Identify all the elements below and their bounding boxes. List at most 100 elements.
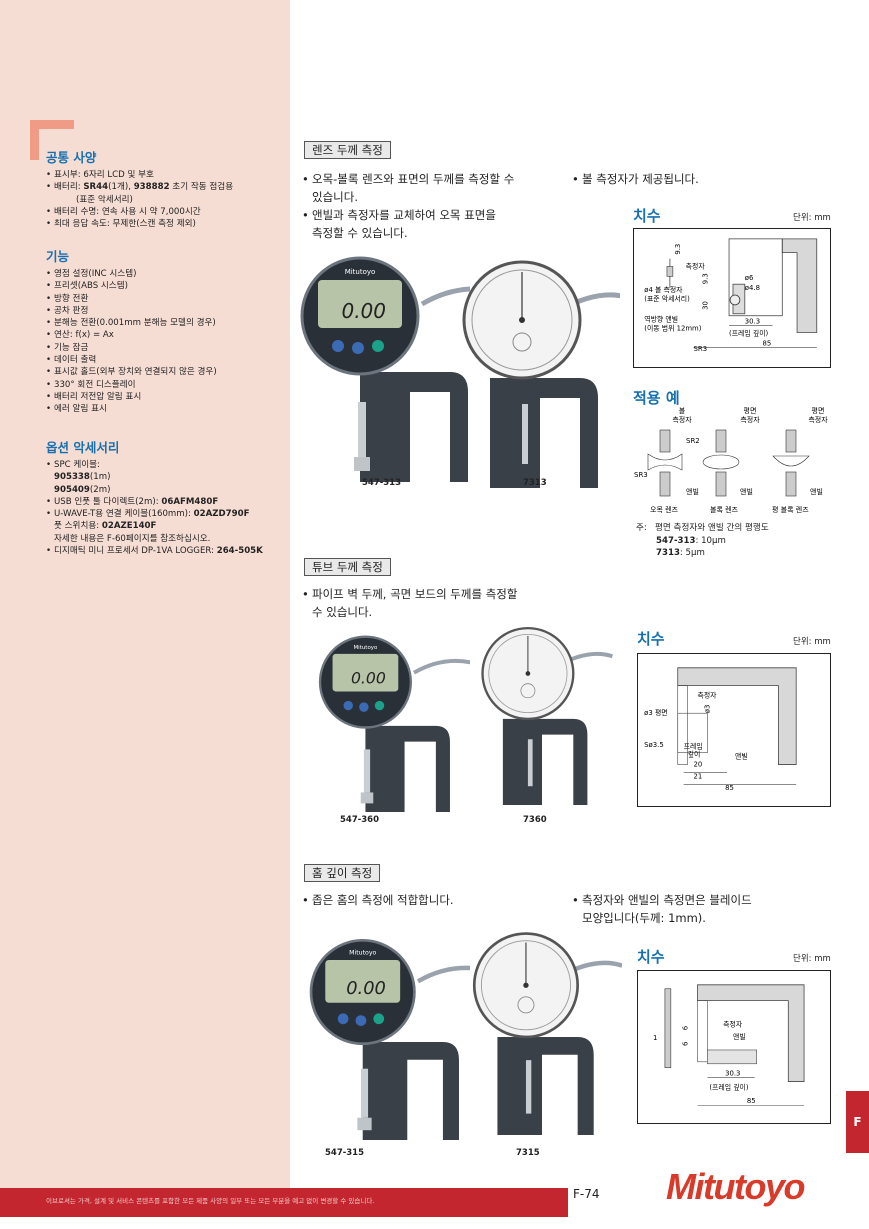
application-examples-diagram: 볼 측정자 평면 측정자 평면 측정자 SR2 SR3 앤빌 앤빌 앤빌 오목 … xyxy=(634,406,828,514)
option-item: 905338(1m) xyxy=(54,472,111,483)
common-spec-section: 공통 사양 표시부: 6자리 LCD 및 부호 배터리: SR44(1개), 9… xyxy=(46,147,286,231)
option-item: U-WAVE-T용 연결 케이블(160mm): 02AZD790F xyxy=(46,508,286,521)
unit-label-3: 단위: mm xyxy=(793,954,831,964)
label-anvil-range: (이동 범위 12mm) xyxy=(644,324,701,333)
model-7313: 7313 xyxy=(523,478,547,488)
function-item: 배터리 저전압 알림 표시 xyxy=(46,391,286,404)
svg-text:ø3: ø3 xyxy=(703,705,711,714)
common-spec-title: 공통 사양 xyxy=(46,150,97,165)
option-item: 905409(2m) xyxy=(54,484,111,495)
label-sr3: SR3 xyxy=(694,345,708,353)
svg-text:ø3 평면: ø3 평면 xyxy=(644,708,667,717)
dial-gauge-7315-image xyxy=(462,930,622,1135)
svg-text:20: 20 xyxy=(694,761,703,769)
svg-text:6: 6 xyxy=(682,1026,690,1030)
dimension-diagram-tube: 측정자 ø3 평면 ø3 Sø3.5 프레임 깊이 20 21 85 앤빌 xyxy=(637,653,831,807)
svg-text:평면: 평면 xyxy=(812,406,825,415)
label-93b: 9.3 xyxy=(701,273,709,284)
svg-text:SR3: SR3 xyxy=(634,471,648,479)
function-item: 분해능 전환(0.001mm 분해능 모델의 경우) xyxy=(46,317,286,330)
application-examples-title: 적용 예 xyxy=(633,389,680,407)
svg-text:프레임: 프레임 xyxy=(684,742,703,751)
svg-text:(프레임 깊이): (프레임 깊이) xyxy=(709,1082,749,1091)
unit-label-1: 단위: mm xyxy=(793,213,831,223)
dimension-diagram-groove: 측정자 앤빌 1 6 6 30.3 (프레임 깊이) 85 xyxy=(637,970,831,1124)
option-item: 디지매틱 미니 프로세서 DP-1VA LOGGER: 264-505K xyxy=(46,545,286,558)
page-number: F-74 xyxy=(573,1187,600,1201)
lens-bullets: •오목-볼록 렌즈와 표면의 두께를 측정할 수 있습니다. •앤빌과 측정자를… xyxy=(302,172,515,240)
function-item: 영점 설정(INC 시스템) xyxy=(46,268,286,281)
unit-label-2: 단위: mm xyxy=(793,637,831,647)
svg-text:오목 렌즈: 오목 렌즈 xyxy=(650,505,679,514)
functions-section: 기능 영점 설정(INC 시스템) 프리셋(ABS 시스템) 방향 전환 공차 … xyxy=(46,246,286,416)
function-item: 프리셋(ABS 시스템) xyxy=(46,280,286,293)
options-section: 옵션 악세서리 SPC 케이블: 905338(1m) 905409(2m) U… xyxy=(46,437,286,558)
spec-item: (표준 악세서리) xyxy=(76,194,133,205)
svg-text:측정자: 측정자 xyxy=(697,690,717,699)
option-item: 풋 스위치용: 02AZE140F xyxy=(54,521,157,532)
digital-gauge-547-313-image xyxy=(300,252,470,482)
svg-text:깊이: 깊이 xyxy=(688,750,701,759)
svg-text:85: 85 xyxy=(725,784,734,792)
sidebar xyxy=(0,0,290,1188)
label-ball-std: (표준 악세서리) xyxy=(644,294,690,303)
svg-text:6: 6 xyxy=(682,1042,690,1046)
function-item: 330° 회전 디스플레이 xyxy=(46,379,286,392)
spec-item: 최대 응답 속도: 무제한(스캔 측정 제외) xyxy=(46,218,286,231)
dial-gauge-7360-image xyxy=(480,626,615,805)
spec-item: 배터리 수명: 연속 사용 시 약 7,000시간 xyxy=(46,206,286,219)
spec-item: 배터리: SR44(1개), 938882 초기 작동 점검용 xyxy=(46,181,286,194)
groove-section-label: 홈 깊이 측정 xyxy=(304,864,381,882)
dimensions-title-2: 치수 xyxy=(637,630,665,648)
label-93a: 9.3 xyxy=(674,244,682,255)
function-item: 공차 판정 xyxy=(46,305,286,318)
footer-disclaimer: 이브로셔는 가격, 설계 및 서비스 콘텐츠를 포함한 모든 제품 사양의 일부… xyxy=(46,1197,375,1205)
tube-bullets: •파이프 벽 두께, 곡면 보드의 두께를 측정할 수 있습니다. xyxy=(302,587,518,619)
function-item: 방향 전환 xyxy=(46,293,286,306)
digital-gauge-547-360-image xyxy=(318,634,470,812)
options-title: 옵션 악세서리 xyxy=(46,440,120,455)
svg-text:21: 21 xyxy=(694,772,703,780)
svg-text:볼록 렌즈: 볼록 렌즈 xyxy=(710,505,739,514)
dimension-diagram-lens: 측정자 ø4 볼 측정자 (표준 악세서리) 역방향 앤빌 (이동 범위 12m… xyxy=(633,228,831,368)
svg-text:측정자: 측정자 xyxy=(740,415,760,424)
option-item: SPC 케이블: xyxy=(46,459,286,472)
function-item: 기능 잠금 xyxy=(46,342,286,355)
svg-text:85: 85 xyxy=(747,1097,756,1105)
model-547-315: 547-315 xyxy=(325,1148,365,1158)
parallelism-note: 주: 평면 측정자와 앤빌 간의 평행도 547-313: 10μm 7313:… xyxy=(636,523,769,558)
model-547-360: 547-360 xyxy=(340,815,380,825)
corner-mark xyxy=(30,120,74,160)
label-30: 30 xyxy=(701,301,709,310)
label-85: 85 xyxy=(763,339,772,347)
svg-text:평 볼록 렌즈: 평 볼록 렌즈 xyxy=(772,505,809,514)
functions-title: 기능 xyxy=(46,249,70,264)
model-7360: 7360 xyxy=(523,815,547,825)
mitutoyo-logo: Mitutoyo xyxy=(666,1166,805,1207)
label-frame-depth: (프레임 깊이) xyxy=(729,328,768,337)
groove-bullets-right: •측정자와 앤빌의 측정면은 블레이드 모양입니다(두께: 1mm). xyxy=(572,893,752,925)
svg-text:측정자: 측정자 xyxy=(808,415,828,424)
svg-text:앤빌: 앤빌 xyxy=(740,487,753,496)
spec-item: 표시부: 6자리 LCD 및 부호 xyxy=(46,169,286,182)
svg-text:Sø3.5: Sø3.5 xyxy=(644,741,664,749)
option-item: USB 인풋 툴 다이렉트(2m): 06AFM480F xyxy=(46,496,286,509)
function-item: 연산: f(x) = Ax xyxy=(46,329,286,342)
groove-bullets: •좁은 홈의 측정에 적합합니다. xyxy=(302,893,454,907)
section-tab-f: F xyxy=(846,1091,869,1153)
svg-text:1: 1 xyxy=(653,1034,657,1042)
svg-text:앤빌: 앤빌 xyxy=(733,1032,746,1041)
svg-text:볼: 볼 xyxy=(679,406,686,415)
svg-text:측정자: 측정자 xyxy=(672,415,692,424)
svg-text:평면: 평면 xyxy=(744,406,757,415)
function-item: 표시값 홀드(외부 장치와 연결되지 않은 경우) xyxy=(46,366,286,379)
tube-section-label: 튜브 두께 측정 xyxy=(304,558,391,576)
label-ball: ø4 볼 측정자 xyxy=(644,285,683,294)
svg-text:앤빌: 앤빌 xyxy=(735,752,748,761)
label-d48: ø4.8 xyxy=(745,284,760,292)
svg-text:30.3: 30.3 xyxy=(725,1070,740,1078)
model-7315: 7315 xyxy=(516,1148,540,1158)
lens-section-label: 렌즈 두께 측정 xyxy=(304,141,391,159)
model-547-313: 547-313 xyxy=(362,478,402,488)
label-rev-anvil: 역방향 앤빌 xyxy=(644,315,678,324)
